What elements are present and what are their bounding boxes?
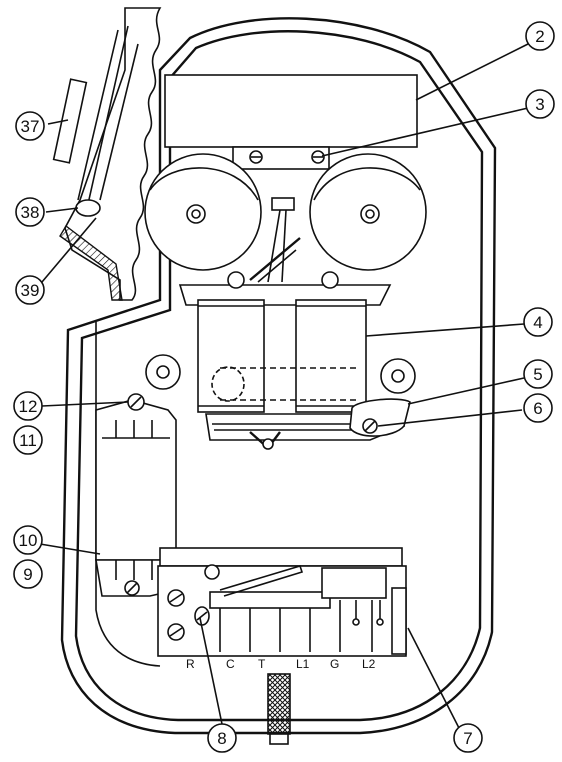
clapper [249, 197, 301, 283]
callout-number: 38 [21, 203, 40, 222]
callouts: 2 3 4 5 6 7 8 9 [13, 21, 555, 753]
housing [60, 17, 497, 735]
callout-8: 8 [207, 723, 237, 753]
callout-number: 9 [23, 565, 32, 584]
callout-12: 12 [13, 391, 43, 421]
terminal-label: R [186, 657, 195, 671]
callout-number: 10 [19, 531, 38, 550]
terminal-label: T [258, 657, 266, 671]
callout-4: 4 [523, 307, 553, 337]
callout-number: 3 [535, 95, 544, 114]
left-gong [144, 153, 262, 271]
callout-2: 2 [525, 21, 555, 51]
callout-number: 5 [533, 365, 542, 384]
callout-37: 37 [15, 111, 45, 141]
callout-number: 6 [533, 399, 542, 418]
callout-38: 38 [15, 197, 45, 227]
terminal-label: L1 [296, 657, 310, 671]
leader-lines [39, 43, 529, 731]
cover-section [52, 7, 162, 301]
gong-bracket [164, 74, 418, 170]
callout-5: 5 [523, 359, 553, 389]
callout-39: 39 [15, 275, 45, 305]
callout-number: 37 [21, 117, 40, 136]
callout-10: 10 [13, 525, 43, 555]
terminal-block [157, 547, 407, 657]
callout-9: 9 [13, 559, 43, 589]
cord [267, 673, 291, 745]
callout-6: 6 [523, 393, 553, 423]
capacitor [95, 393, 177, 597]
mounting-screws [145, 354, 416, 437]
callout-3: 3 [525, 89, 555, 119]
terminal-label: G [330, 657, 339, 671]
right-gong [309, 153, 427, 271]
callout-number: 4 [533, 313, 542, 332]
callout-number: 7 [463, 729, 472, 748]
callout-number: 12 [19, 397, 38, 416]
terminal-label: L2 [362, 657, 376, 671]
ringer-coils [178, 271, 406, 450]
callout-number: 2 [535, 27, 544, 46]
callout-number: 11 [19, 431, 37, 450]
callout-7: 7 [453, 723, 483, 753]
terminal-label: C [226, 657, 235, 671]
terminal-labels: R C T L1 G L2 [186, 657, 376, 671]
callout-number: 8 [217, 729, 226, 748]
callout-number: 39 [21, 281, 40, 300]
callout-11: 11 [13, 425, 43, 455]
